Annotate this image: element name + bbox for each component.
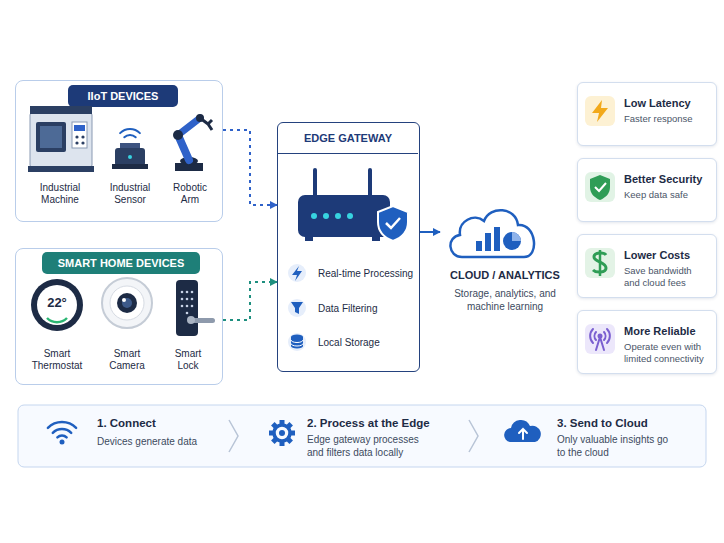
feature-text: Data Filtering: [318, 302, 418, 316]
step-title: 2. Process at the Edge: [307, 417, 457, 429]
gear-icon: [269, 420, 295, 446]
gear-icon: [279, 430, 285, 436]
steps-band: [18, 405, 706, 467]
step-description: Only valuable insights go to the cloud: [557, 433, 675, 459]
benefit-description: Keep data safe: [624, 189, 716, 201]
flow-arrow: [223, 282, 277, 320]
flow-arrow: [223, 130, 277, 205]
device-label: Smart Lock: [166, 348, 211, 372]
wifi-icon: [60, 440, 65, 445]
step-description: Devices generate data: [97, 435, 217, 448]
device-label: Industrial Machine: [32, 182, 88, 206]
group-heading: IIoT DEVICES: [68, 85, 178, 107]
step-chevron: [469, 420, 478, 452]
group-heading: SMART HOME DEVICES: [42, 252, 200, 274]
benefit-title: Low Latency: [624, 97, 716, 109]
cloud-upload-icon: [504, 420, 541, 442]
device-label: Smart Camera: [102, 348, 152, 372]
steps-band: [18, 405, 706, 467]
feature-text: Real-time Processing: [318, 267, 418, 281]
gear-icon: [285, 436, 293, 444]
gear-icon: [285, 422, 293, 430]
device-label: Industrial Sensor: [102, 182, 158, 206]
flow-arrow: [420, 231, 440, 233]
cloud-upload-icon: [504, 420, 541, 442]
cloud-node: CLOUD / ANALYTICS Storage, analytics, and…: [440, 185, 570, 320]
wifi-icon: [53, 429, 71, 433]
gear-icon: [271, 422, 279, 430]
gear-icon: [271, 436, 279, 444]
benefit-description: Save bandwidth and cloud fees: [624, 265, 704, 289]
wifi-icon: [48, 422, 76, 444]
gear-icon: [280, 420, 285, 426]
benefit-title: Better Security: [624, 173, 716, 185]
benefit-description: Operate even with limited connectivity: [624, 341, 720, 365]
pie-slice: [512, 232, 521, 241]
chart-bar: [494, 227, 500, 251]
cloud-description: Storage, analytics, and machine learning: [453, 287, 557, 313]
wifi-icon: [57, 435, 66, 437]
benefit-description: Faster response: [624, 113, 716, 125]
step-chevron: [229, 420, 238, 452]
step-title: 1. Connect: [97, 417, 217, 429]
gear-icon: [280, 440, 285, 446]
cloud-upload-icon: [519, 429, 527, 439]
benefit-title: Lower Costs: [624, 249, 716, 261]
pie-chart: [503, 232, 521, 250]
cloud-shape: [440, 185, 570, 320]
cloud-title: CLOUD / ANALYTICS: [440, 269, 570, 281]
chart-bar: [476, 241, 482, 251]
benefit-card: Low LatencyFaster response: [577, 82, 717, 146]
temperature-reading: 22°: [40, 295, 74, 310]
gateway-heading: EDGE GATEWAY: [278, 123, 418, 154]
gear-icon: [269, 431, 275, 436]
feature-text: Local Storage: [318, 336, 418, 350]
wifi-icon: [48, 422, 76, 428]
gear-icon: [274, 425, 290, 441]
benefit-card: Better SecurityKeep data safe: [577, 158, 717, 222]
step-title: 3. Send to Cloud: [557, 417, 687, 429]
benefit-card: More ReliableOperate even with limited c…: [577, 310, 717, 374]
gateway-box: EDGE GATEWAY Real-time ProcessingData Fil…: [277, 122, 420, 372]
step-description: Edge gateway processes and filters data …: [307, 433, 429, 459]
benefit-card: Lower CostsSave bandwidth and cloud fees: [577, 234, 717, 298]
device-label: Robotic Arm: [165, 182, 215, 206]
cloud-outline: [450, 210, 534, 257]
device-label: Smart Thermostat: [27, 348, 87, 372]
chart-bar: [485, 233, 491, 251]
gear-icon: [289, 431, 295, 436]
benefit-title: More Reliable: [624, 325, 716, 337]
